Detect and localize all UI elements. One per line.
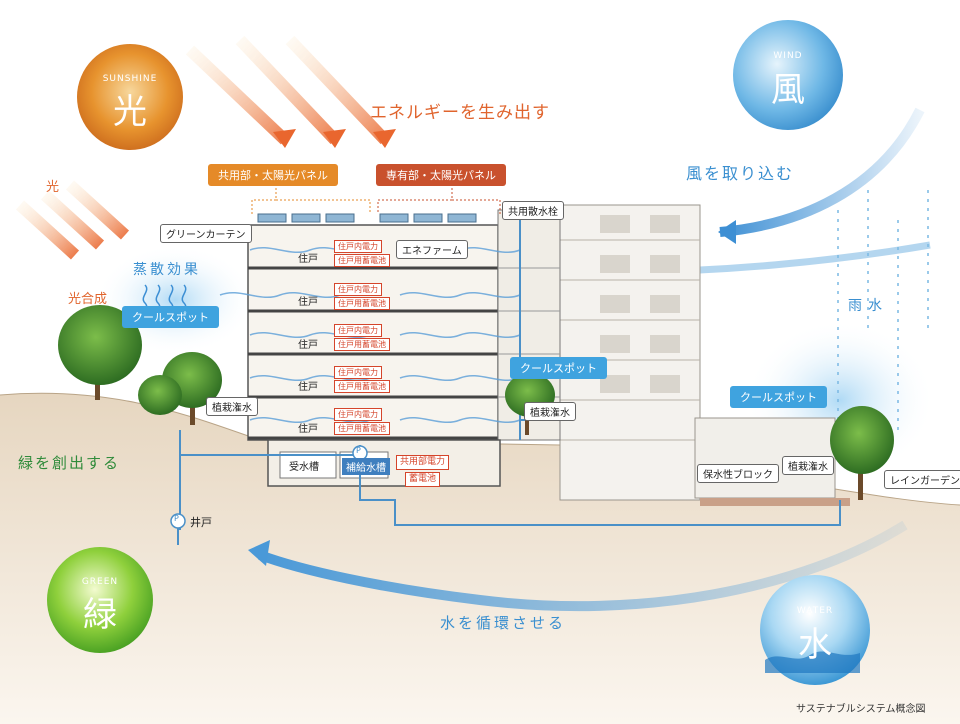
water-circle: WATER 水 — [760, 575, 870, 685]
battery-label: 蓄電池 — [405, 472, 441, 487]
ene-farm-label: エネファーム — [396, 240, 468, 259]
floor-3-unit: 住戸 — [298, 340, 318, 351]
floor-5-unit: 住戸 — [298, 424, 318, 435]
rain-garden-label: レインガーデン — [884, 470, 960, 489]
heading-circulate-water: 水を循環させる — [440, 614, 567, 632]
floor-4-battery: 住戸用蓄電池 — [334, 380, 390, 393]
wind-jp: 風 — [771, 69, 805, 110]
common-solar-panel-label: 共用部・太陽光パネル — [208, 164, 338, 186]
water-jp: 水 — [798, 624, 832, 665]
floor-2-battery: 住戸用蓄電池 — [334, 297, 390, 310]
floor-5-battery: 住戸用蓄電池 — [334, 422, 390, 435]
heading-rain: 雨水 — [848, 298, 888, 314]
floor-5-power: 住戸内電力 — [334, 408, 382, 421]
planting-irrigation-center: 植栽潅水 — [524, 402, 576, 421]
floor-2-power: 住戸内電力 — [334, 283, 382, 296]
heading-wind-in: 風を取り込む — [686, 164, 795, 183]
heading-photosynthesis: 光合成 — [68, 292, 108, 307]
heading-create-green: 緑を創出する — [18, 454, 121, 472]
sunshine-circle: SUNSHINE 光 — [77, 44, 183, 150]
planting-irrigation-left: 植栽潅水 — [206, 397, 258, 416]
well-label: 井戸 — [190, 516, 212, 529]
floor-1-power: 住戸内電力 — [334, 240, 382, 253]
receiving-tank-label: 受水槽 — [289, 462, 319, 473]
water-en: WATER — [796, 605, 834, 616]
cool-spot-center: クールスポット — [510, 357, 607, 379]
pump-icon-well: P — [174, 514, 179, 523]
heading-energy: エネルギーを生み出す — [370, 103, 550, 123]
private-solar-panel-label: 専有部・太陽光パネル — [376, 164, 506, 186]
diagram-caption: サステナブルシステム概念図 — [796, 704, 926, 715]
green-jp: 緑 — [83, 595, 117, 636]
sprinkler-label: 共用散水栓 — [502, 201, 564, 220]
floor-4-unit: 住戸 — [298, 382, 318, 393]
sunshine-jp: 光 — [113, 92, 147, 133]
wind-en: WIND — [773, 50, 803, 61]
heading-evaporation: 蒸散効果 — [133, 262, 201, 278]
heading-light: 光 — [46, 180, 60, 195]
supply-tank-label: 補給水槽 — [342, 458, 390, 475]
green-circle: GREEN 緑 — [47, 547, 153, 653]
floor-4-power: 住戸内電力 — [334, 366, 382, 379]
green-en: GREEN — [81, 576, 119, 587]
floor-1-unit: 住戸 — [298, 254, 318, 265]
planting-irrigation-right: 植栽潅水 — [782, 456, 834, 475]
wind-circle: WIND 風 — [733, 20, 843, 130]
floor-3-battery: 住戸用蓄電池 — [334, 338, 390, 351]
pump-icon-basement: P — [356, 446, 361, 455]
common-power-label: 共用部電力 — [396, 455, 450, 470]
floor-1-battery: 住戸用蓄電池 — [334, 254, 390, 267]
green-curtain-label: グリーンカーテン — [160, 224, 252, 243]
floor-3-power: 住戸内電力 — [334, 324, 382, 337]
cool-spot-right: クールスポット — [730, 386, 827, 408]
water-retaining-block-label: 保水性ブロック — [697, 464, 779, 483]
cool-spot-left: クールスポット — [122, 306, 219, 328]
floor-2-unit: 住戸 — [298, 297, 318, 308]
sunshine-en: SUNSHINE — [102, 73, 158, 84]
